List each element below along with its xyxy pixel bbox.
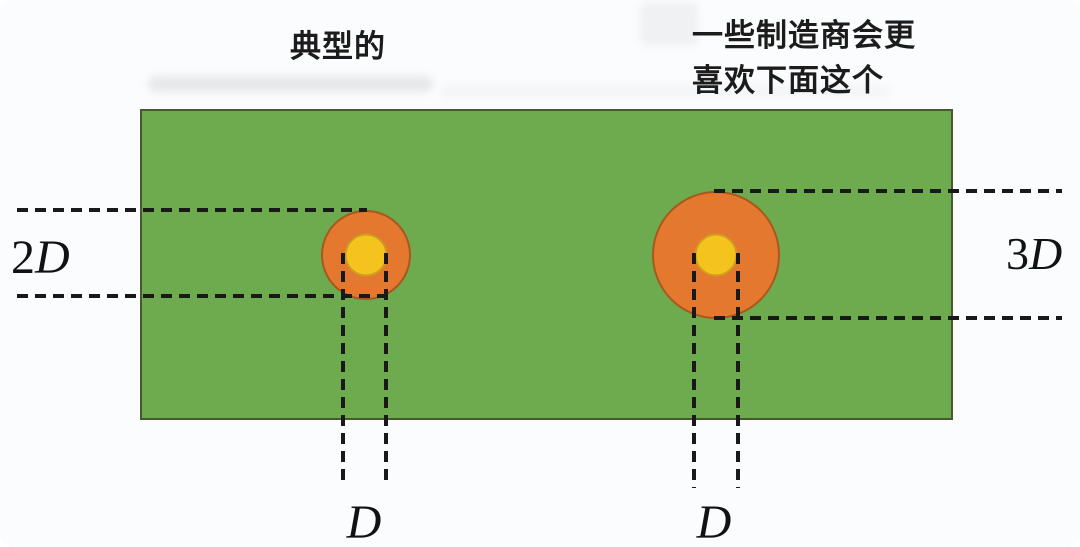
caption-typical-text: 典型的 bbox=[290, 29, 386, 64]
dim-line-drill-right-1 bbox=[692, 253, 696, 488]
caption-preferred-line1: 一些制造商会更 bbox=[692, 18, 916, 53]
caption-typical: 典型的 bbox=[290, 24, 386, 69]
pad-typical bbox=[321, 210, 411, 300]
watermark-smudge bbox=[148, 76, 433, 92]
drill-hole-right bbox=[694, 233, 738, 277]
dim-line-drill-right-2 bbox=[736, 253, 740, 488]
label-drill-diameter-left: D bbox=[340, 499, 388, 547]
dim-line-drill-left-1 bbox=[341, 253, 345, 481]
pad-preferred bbox=[652, 191, 780, 319]
dim-line-2d-bottom bbox=[17, 294, 390, 298]
dim-coefficient: 3 bbox=[1006, 228, 1029, 279]
dim-symbol: D bbox=[696, 496, 732, 547]
dim-line-2d-top bbox=[17, 208, 367, 212]
label-pad-diameter-left: 2D bbox=[11, 234, 70, 282]
dim-line-3d-top bbox=[714, 189, 1062, 193]
dim-symbol: D bbox=[1029, 228, 1063, 279]
pcb-board bbox=[140, 109, 953, 420]
caption-preferred-line2: 喜欢下面这个 bbox=[692, 63, 884, 98]
dim-line-3d-bottom bbox=[714, 316, 1062, 320]
drill-hole-left bbox=[344, 233, 388, 277]
watermark-smudge bbox=[640, 2, 698, 46]
caption-preferred: 一些制造商会更 喜欢下面这个 bbox=[692, 13, 916, 103]
dim-symbol: D bbox=[35, 231, 70, 284]
dim-coefficient: 2 bbox=[11, 231, 35, 284]
label-pad-diameter-right: 3D bbox=[1006, 231, 1062, 277]
dim-symbol: D bbox=[346, 496, 382, 547]
dim-line-drill-left-2 bbox=[384, 253, 388, 481]
label-drill-diameter-right: D bbox=[690, 499, 738, 547]
